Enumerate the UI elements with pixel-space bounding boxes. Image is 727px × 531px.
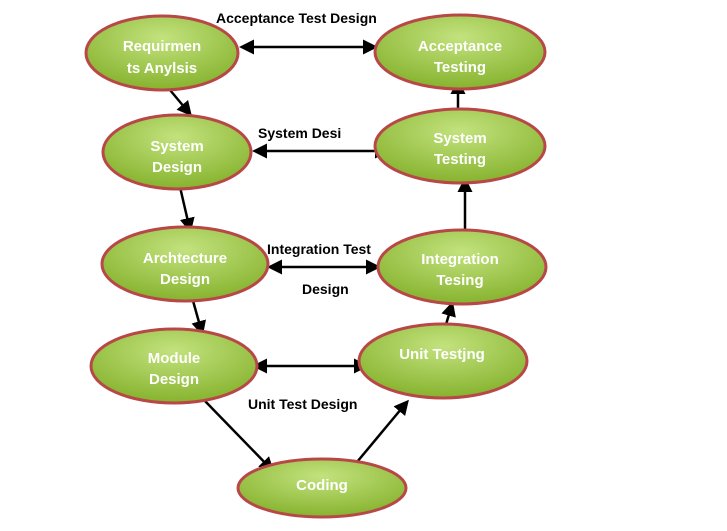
node-label-line1: Coding	[296, 477, 348, 494]
node-integration-testing: Integration Tesing	[376, 228, 548, 306]
node-label-line2: Testing	[434, 151, 486, 168]
node-label-line1: Acceptance	[418, 38, 502, 55]
node-system-design: System Design	[101, 113, 253, 191]
system-test-design-label: System Desi	[258, 125, 341, 141]
node-acceptance-testing: Acceptance Testing	[373, 13, 547, 91]
node-label-line1: Module	[148, 350, 201, 367]
node-label-line2: ts Anylsis	[127, 60, 197, 77]
edge-labels: Acceptance Test Design System Desi Integ…	[216, 10, 377, 412]
node-module-design: Module Design	[89, 327, 259, 405]
node-label-line2: Testing	[434, 59, 486, 76]
node-label-line1: Integration	[421, 251, 499, 268]
node-requirements-analysis: Requirmen ts Anylsis	[84, 14, 240, 92]
node-label-line1: System	[150, 138, 203, 155]
node-architecture-design: Archtecture Design	[100, 225, 270, 303]
node-unit-testing: Unit Testjng	[357, 322, 529, 400]
arrow-module-design-to-coding	[203, 399, 275, 473]
node-label-line2: Design	[152, 159, 202, 176]
integration-test-design-label-line1: Integration Test	[267, 241, 371, 257]
node-system-testing: System Testing	[373, 107, 547, 185]
arrow-requirements-to-system-design	[169, 89, 192, 117]
node-label-line1: Unit Testjng	[399, 346, 485, 363]
node-coding: Coding	[236, 457, 408, 519]
integration-test-design-label-line2: Design	[302, 281, 349, 297]
unit-test-design-label: Unit Test Design	[248, 396, 357, 412]
node-label-line1: Requirmen	[123, 38, 201, 55]
node-label-line2: Design	[160, 271, 210, 288]
arrow-system-design-to-architecture-design	[178, 186, 195, 233]
node-label-line2: Tesing	[436, 272, 483, 289]
node-label-line1: System	[433, 130, 486, 147]
node-label-line2: Design	[149, 371, 199, 388]
node-label-line1: Archtecture	[143, 250, 227, 267]
arrow-coding-to-unit-testing	[351, 399, 409, 469]
acceptance-test-design-label: Acceptance Test Design	[216, 10, 377, 26]
